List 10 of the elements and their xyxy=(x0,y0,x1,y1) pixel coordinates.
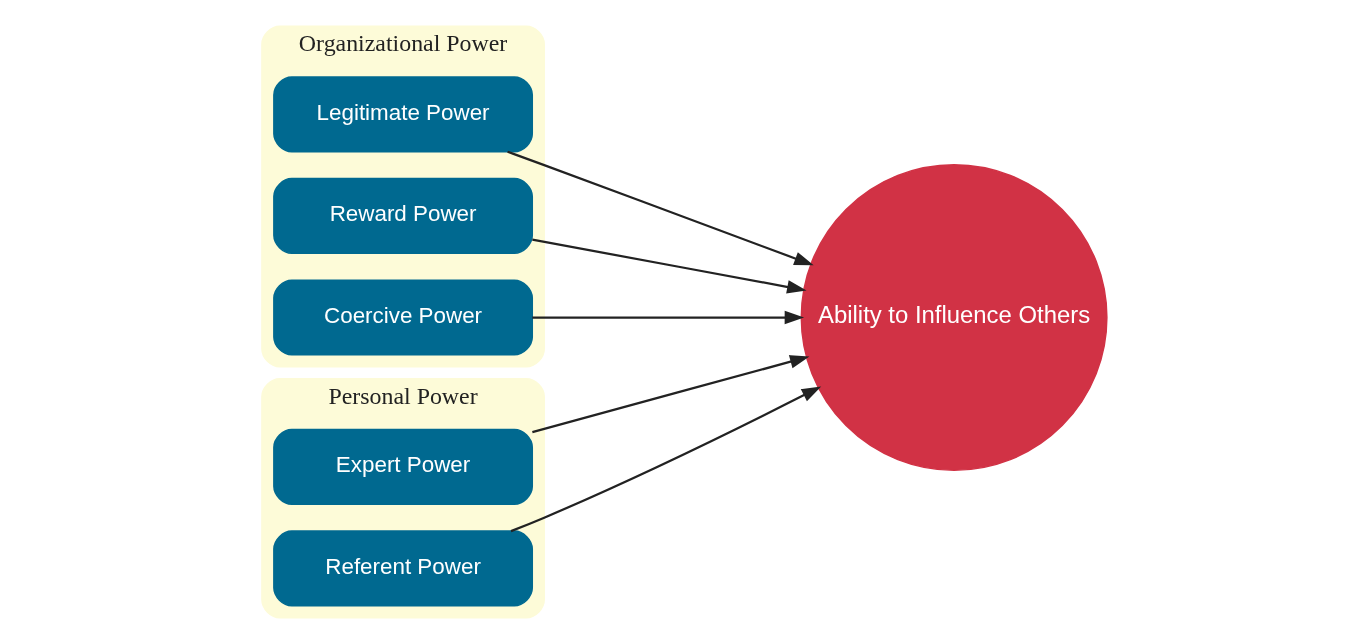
node-box: Expert Power xyxy=(272,428,533,505)
node-box: Coercive Power xyxy=(272,279,533,356)
arrow xyxy=(531,355,809,434)
arrow xyxy=(531,238,807,294)
arrow xyxy=(506,150,814,266)
node-box: Reward Power xyxy=(272,177,533,255)
arrow xyxy=(510,386,821,533)
arrow xyxy=(531,310,804,325)
node-box: Legitimate Power xyxy=(272,76,533,153)
node-box: Referent Power xyxy=(272,530,533,607)
